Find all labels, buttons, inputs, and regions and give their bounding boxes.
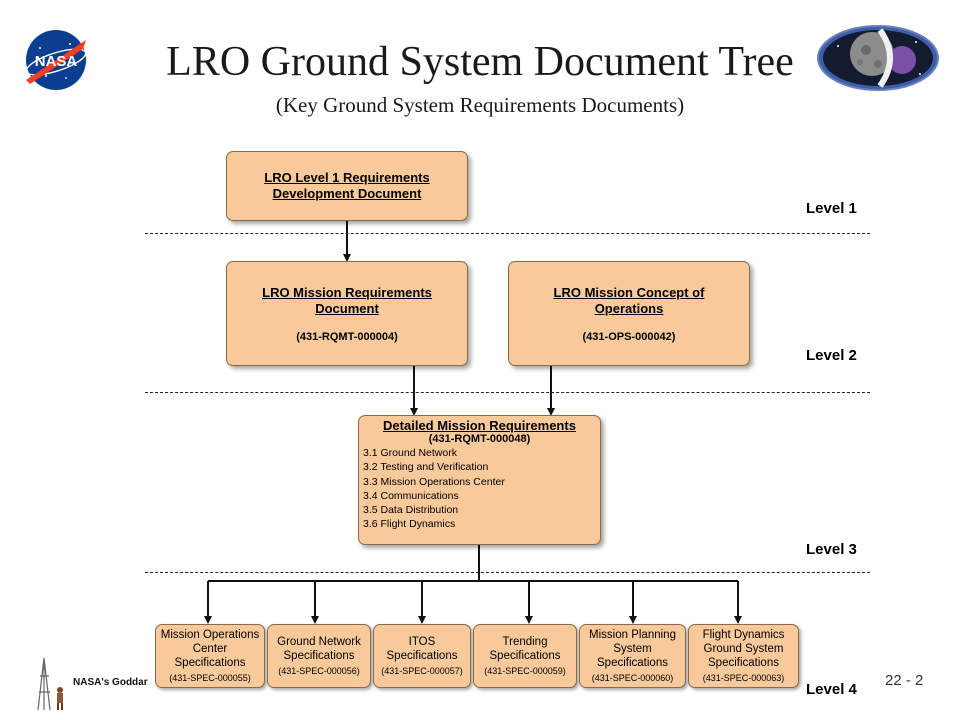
list-item: 3.2 Testing and Verification xyxy=(363,461,489,474)
list-item: 3.3 Mission Operations Center xyxy=(363,475,505,488)
box-title-line: Operations xyxy=(594,300,664,316)
rocket-figure-icon xyxy=(37,657,63,711)
level-divider-2 xyxy=(145,392,870,393)
spec-code: (431-SPEC-000063) xyxy=(702,673,785,683)
page-title: LRO Ground System Document Tree xyxy=(166,39,794,85)
level-1-label: Level 1 xyxy=(806,200,857,217)
list-item: 3.4 Communications xyxy=(363,489,459,502)
page-number: 22 - 2 xyxy=(885,672,924,689)
footer-text: NASA's Goddar xyxy=(73,677,148,688)
level-divider-3 xyxy=(145,572,870,573)
spec-title-line: Mission Planning xyxy=(589,629,676,641)
level-divider-1 xyxy=(145,233,870,234)
spec-box-mission-planning-system: Mission Planning System Specifications (… xyxy=(579,624,686,688)
nasa-logo: NASA xyxy=(20,24,92,96)
goddard-logo xyxy=(30,656,70,712)
level1-requirements-box: LRO Level 1 Requirements Development Doc… xyxy=(226,151,468,221)
list-item: 3.1 Ground Network xyxy=(363,447,457,459)
spec-title-line: Specifications xyxy=(174,657,246,669)
box-title-line: Development Document xyxy=(272,186,422,201)
spec-box-itos: ITOS Specifications (431-SPEC-000057) xyxy=(373,624,471,688)
spec-title-line: System xyxy=(613,643,652,655)
spec-code: (431-SPEC-000056) xyxy=(278,666,360,676)
box-title-line: LRO Level 1 Requirements xyxy=(264,170,430,185)
list-item: 3.6 Flight Dynamics xyxy=(363,518,456,531)
spec-code: (431-SPEC-000059) xyxy=(484,666,566,676)
level-2-label: Level 2 xyxy=(806,347,857,364)
level-4-label: Level 4 xyxy=(806,681,857,698)
svg-text:NASA: NASA xyxy=(35,53,78,70)
requirements-list: 3.1 Ground Network 3.2 Testing and Verif… xyxy=(359,446,600,532)
mission-requirements-box: LRO Mission Requirements Document (431-R… xyxy=(226,261,468,366)
spec-title-line: Mission Operations xyxy=(160,629,260,641)
spec-box-ground-network: Ground Network Specifications (431-SPEC-… xyxy=(267,624,371,688)
spec-code: (431-SPEC-000060) xyxy=(591,673,674,683)
spec-box-trending: Trending Specifications (431-SPEC-000059… xyxy=(473,624,577,688)
spec-title-line: ITOS xyxy=(408,636,436,648)
spec-title-line: Ground System xyxy=(703,643,784,655)
spec-title-line: Flight Dynamics xyxy=(702,629,785,641)
document-code: (431-RQMT-000048) xyxy=(428,433,531,445)
spec-title-line: Specifications xyxy=(386,650,458,662)
lro-patch-icon xyxy=(817,25,939,91)
spec-title-line: Ground Network xyxy=(277,636,361,648)
spec-box-flight-dynamics-ground-system: Flight Dynamics Ground System Specificat… xyxy=(688,624,799,688)
spec-title-line: Center xyxy=(192,643,228,655)
nasa-meatball-icon: NASA xyxy=(25,30,87,90)
box-title-line: LRO Mission Requirements xyxy=(262,284,432,300)
spec-box-mission-operations-center: Mission Operations Center Specifications… xyxy=(155,624,265,688)
box-title-line: Document xyxy=(315,300,379,316)
level-3-label: Level 3 xyxy=(806,541,857,558)
document-code: (431-RQMT-000004) xyxy=(296,330,398,343)
document-code: (431-OPS-000042) xyxy=(582,330,676,343)
box-title: Detailed Mission Requirements xyxy=(383,418,576,433)
spec-code: (431-SPEC-000055) xyxy=(169,673,251,683)
spec-title-line: Specifications xyxy=(489,650,561,662)
spec-title-line: Specifications xyxy=(708,657,779,669)
spec-title-line: Specifications xyxy=(283,650,355,662)
spec-code: (431-SPEC-000057) xyxy=(381,666,463,676)
box-title-line: LRO Mission Concept of xyxy=(553,284,705,300)
lro-patch-logo xyxy=(816,24,940,92)
spec-title-line: Trending xyxy=(502,636,548,648)
detailed-mission-requirements-box: Detailed Mission Requirements (431-RQMT-… xyxy=(358,415,601,545)
page-subtitle: (Key Ground System Requirements Document… xyxy=(275,93,685,117)
list-item: 3.5 Data Distribution xyxy=(363,504,459,517)
mission-concept-box: LRO Mission Concept of Operations (431-O… xyxy=(508,261,750,366)
spec-title-line: Specifications xyxy=(597,657,668,669)
connector-spec-drops xyxy=(204,581,742,624)
